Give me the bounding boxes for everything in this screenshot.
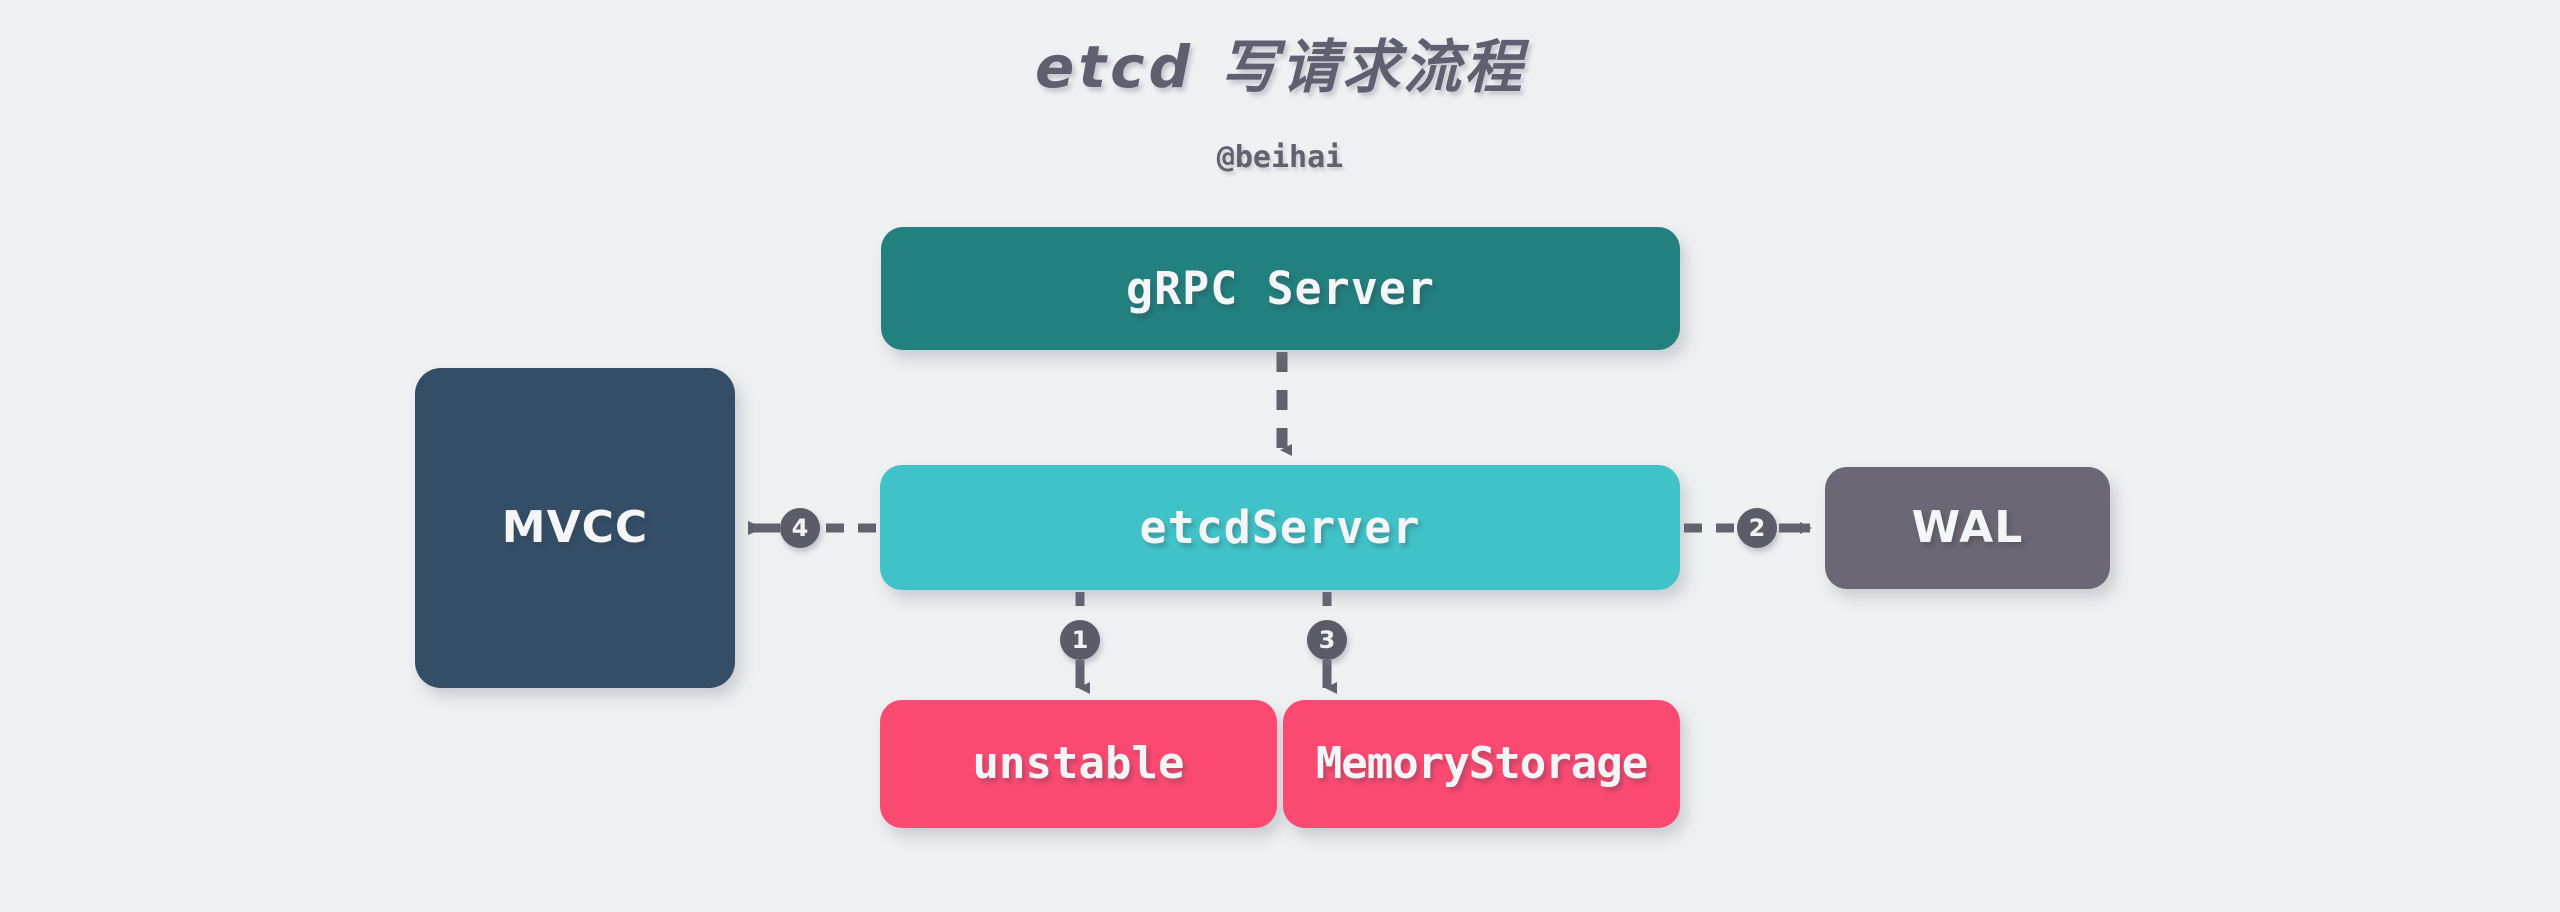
page-title: etcd 写请求流程 [0, 20, 2560, 104]
node-grpc-server-label: gRPC Server [1125, 262, 1435, 315]
node-mvcc[interactable]: MVCC [415, 368, 735, 688]
edge-badge-2: 2 [1737, 508, 1777, 548]
node-wal[interactable]: WAL [1825, 467, 2110, 589]
node-grpc-server[interactable]: gRPC Server [881, 227, 1680, 350]
node-unstable-label: unstable [972, 738, 1185, 789]
edge-badge-1: 1 [1060, 620, 1100, 660]
node-memorystorage-label: MemoryStorage [1315, 738, 1648, 789]
page-title-cjk: 写请求流程 [1219, 33, 1525, 101]
node-memorystorage[interactable]: MemoryStorage [1283, 700, 1680, 828]
node-unstable[interactable]: unstable [880, 700, 1277, 828]
node-mvcc-label: MVCC [501, 502, 649, 553]
node-etcd-server-label: etcdServer [1139, 501, 1421, 554]
page-subtitle-author: @beihai [1216, 140, 1344, 175]
node-etcd-server[interactable]: etcdServer [880, 465, 1680, 590]
edge-badge-3: 3 [1307, 620, 1347, 660]
page-title-latin: etcd [1035, 33, 1194, 101]
edge-badge-4: 4 [780, 508, 820, 548]
node-wal-label: WAL [1911, 502, 2024, 553]
